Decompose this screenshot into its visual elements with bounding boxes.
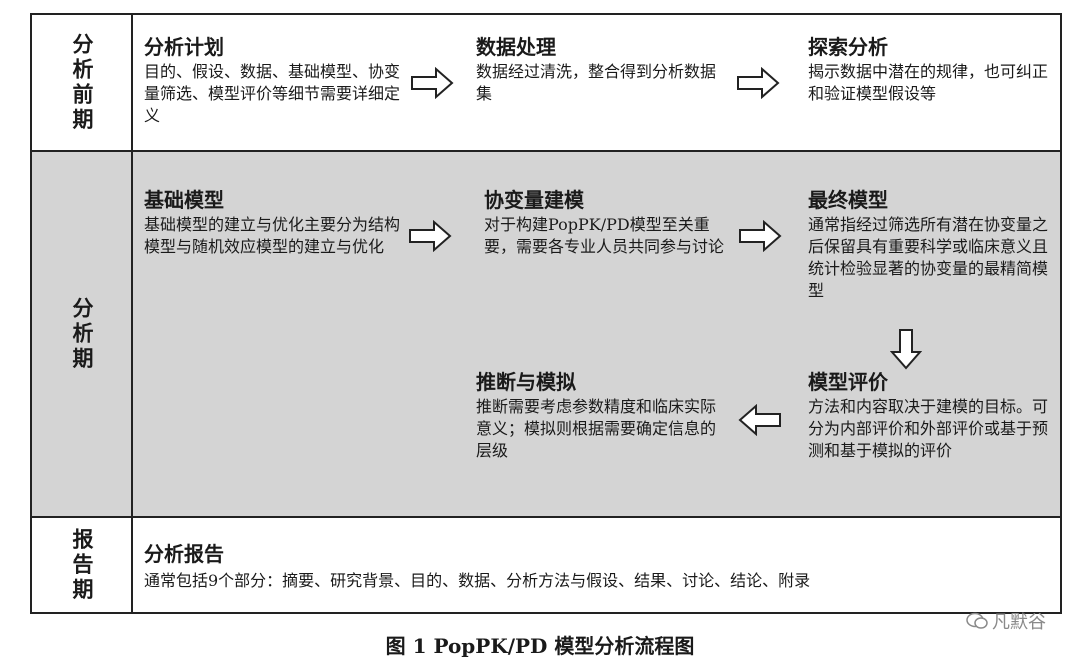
exploratory-analysis-body: 揭示数据中潜在的规律，也可纠正和验证模型假设等	[808, 62, 1049, 103]
analysis-report-body: 通常包括9个部分：摘要、研究背景、目的、数据、分析方法与假设、结果、讨论、结论、…	[144, 571, 811, 590]
watermark-text: 凡默谷	[992, 612, 1046, 633]
data-processing-title: 数据处理	[476, 35, 556, 59]
model-evaluation-body: 方法和内容取决于建模的目标。可分为内部评价和外部评价或基于预测和基于模拟的评价	[808, 397, 1049, 460]
covariate-modeling-body: 对于构建PopPK/PD模型至关重要，需要各专业人员共同参与讨论	[484, 215, 725, 256]
analysis-plan-title: 分析计划	[144, 35, 224, 59]
base-model-title: 基础模型	[144, 188, 224, 212]
analysis-plan-body: 目的、假设、数据、基础模型、协变量筛选、模型评价等细节需要详细定义	[144, 62, 401, 125]
analysis-report-box: 分析报告 通常包括9个部分：摘要、研究背景、目的、数据、分析方法与假设、结果、讨…	[144, 542, 1054, 592]
flowchart-table: 分析前期 分析计划 目的、假设、数据、基础模型、协变量筛选、模型评价等细节需要详…	[30, 13, 1062, 614]
final-model-box: 最终模型 通常指经过筛选所有潜在协变量之后保留具有重要科学或临床意义且统计检验显…	[808, 188, 1053, 302]
phase-label-pre: 分析前期	[70, 32, 94, 133]
inference-simulation-box: 推断与模拟 推断需要考虑参数精度和临床实际意义；模拟则根据需要确定信息的层级	[476, 370, 721, 462]
exploratory-analysis-box: 探索分析 揭示数据中潜在的规律，也可纠正和验证模型假设等	[808, 35, 1053, 105]
figure-caption: 图 1 PopPK/PD 模型分析流程图	[385, 634, 695, 658]
model-evaluation-box: 模型评价 方法和内容取决于建模的目标。可分为内部评价和外部评价或基于预测和基于模…	[808, 370, 1053, 462]
data-processing-body: 数据经过清洗，整合得到分析数据集	[476, 62, 717, 103]
phase-cell-pre: 分析前期	[32, 15, 133, 150]
inference-simulation-body: 推断需要考虑参数精度和临床实际意义；模拟则根据需要确定信息的层级	[476, 397, 717, 460]
right-arrow-icon	[739, 220, 782, 252]
base-model-box: 基础模型 基础模型的建立与优化主要分为结构模型与随机效应模型的建立与优化	[144, 188, 406, 258]
report-row: 报告期 分析报告 通常包括9个部分：摘要、研究背景、目的、数据、分析方法与假设、…	[32, 518, 1060, 612]
phase-label-analysis: 分析期	[70, 296, 94, 372]
down-arrow-icon	[890, 329, 922, 370]
right-arrow-icon	[409, 220, 452, 252]
final-model-body: 通常指经过筛选所有潜在协变量之后保留具有重要科学或临床意义且统计检验显著的协变量…	[808, 215, 1049, 300]
covariate-modeling-title: 协变量建模	[484, 188, 584, 212]
data-processing-box: 数据处理 数据经过清洗，整合得到分析数据集	[476, 35, 726, 105]
inference-simulation-title: 推断与模拟	[476, 370, 576, 394]
phase-label-report: 报告期	[70, 527, 94, 603]
phase-cell-report: 报告期	[32, 518, 133, 612]
model-evaluation-title: 模型评价	[808, 370, 888, 394]
exploratory-analysis-title: 探索分析	[808, 35, 888, 59]
final-model-title: 最终模型	[808, 188, 888, 212]
analysis-plan-box: 分析计划 目的、假设、数据、基础模型、协变量筛选、模型评价等细节需要详细定义	[144, 35, 414, 127]
covariate-modeling-box: 协变量建模 对于构建PopPK/PD模型至关重要，需要各专业人员共同参与讨论	[484, 188, 729, 258]
base-model-body: 基础模型的建立与优化主要分为结构模型与随机效应模型的建立与优化	[144, 215, 401, 256]
left-arrow-icon	[738, 404, 781, 436]
watermark: 凡默谷	[966, 608, 1046, 634]
analysis-report-title: 分析报告	[144, 542, 224, 566]
pre-analysis-row: 分析前期 分析计划 目的、假设、数据、基础模型、协变量筛选、模型评价等细节需要详…	[32, 15, 1060, 152]
phase-cell-analysis: 分析期	[32, 152, 133, 516]
right-arrow-icon	[411, 67, 454, 99]
right-arrow-icon	[737, 67, 780, 99]
analysis-row: 分析期 基础模型 基础模型的建立与优化主要分为结构模型与随机效应模型的建立与优化…	[32, 152, 1060, 518]
wechat-icon	[966, 612, 988, 629]
